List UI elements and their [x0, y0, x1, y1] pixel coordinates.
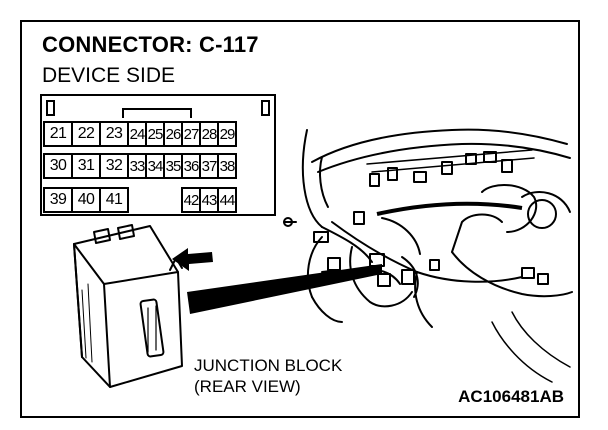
- pin: 22: [71, 121, 101, 147]
- connector-latch-right: [261, 100, 270, 116]
- pin: 34: [145, 153, 165, 179]
- pin-row-1: 21 22 23 24 25 26 27 28 29: [43, 121, 237, 147]
- pointer-arrow: [172, 248, 213, 271]
- wiring-harness: [301, 129, 323, 228]
- pin: 44: [217, 187, 237, 213]
- pin: 38: [217, 153, 237, 179]
- pin: 43: [199, 187, 219, 213]
- empty-cavity: [127, 187, 147, 213]
- leader-wedge: [187, 264, 382, 314]
- dashboard-illustration: [73, 128, 573, 388]
- gauge-cluster: [481, 184, 537, 233]
- junction-block-label: JUNCTION BLOCK: [194, 356, 343, 375]
- diagram-frame: CONNECTOR: C-117 DEVICE SIDE 21 22 23 24…: [20, 20, 580, 418]
- empty-cavity: [163, 187, 183, 213]
- pin: 41: [99, 187, 129, 213]
- pin: 28: [199, 121, 219, 147]
- pin: 23: [99, 121, 129, 147]
- pin: 29: [217, 121, 237, 147]
- pin-row-3: 39 40 41 42 43 44: [43, 187, 237, 213]
- pin: 24: [127, 121, 147, 147]
- connector-c-117-face: 21 22 23 24 25 26 27 28 29 30 31 32 33 3…: [40, 94, 276, 216]
- pin: 25: [145, 121, 165, 147]
- pin: 26: [163, 121, 183, 147]
- pin: 21: [43, 121, 73, 147]
- connector-side-label: DEVICE SIDE: [42, 64, 176, 87]
- empty-cavity: [145, 187, 165, 213]
- pin: 40: [71, 187, 101, 213]
- pin: 36: [181, 153, 201, 179]
- page-title: CONNECTOR: C-117: [42, 32, 259, 57]
- pin: 42: [181, 187, 201, 213]
- pin-row-2: 30 31 32 33 34 35 36 37 38: [43, 153, 237, 179]
- pin: 37: [199, 153, 219, 179]
- pin: 32: [99, 153, 129, 179]
- dashboard-outline: [311, 128, 568, 163]
- pin: 35: [163, 153, 183, 179]
- junction-block-slot: [139, 298, 165, 358]
- pin: 39: [43, 187, 73, 213]
- connector-key: [122, 108, 192, 118]
- pin: 27: [181, 121, 201, 147]
- view-label: (REAR VIEW): [194, 377, 301, 396]
- connector-latch-left: [46, 100, 55, 116]
- pin: 30: [43, 153, 73, 179]
- pin: 33: [127, 153, 147, 179]
- figure-code: AC106481AB: [458, 387, 564, 406]
- pin: 31: [71, 153, 101, 179]
- junction-block-body: [73, 225, 183, 388]
